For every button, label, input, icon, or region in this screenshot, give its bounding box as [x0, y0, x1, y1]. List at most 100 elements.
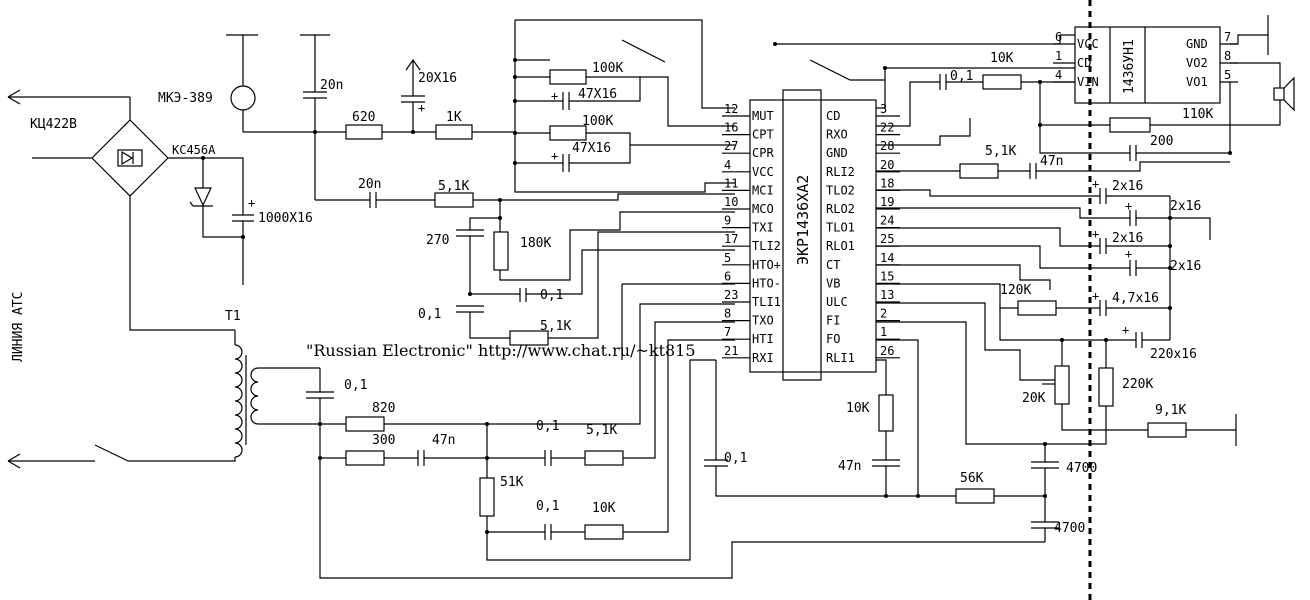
- svg-text:0,1: 0,1: [536, 419, 559, 434]
- svg-text:180K: 180K: [520, 236, 551, 251]
- svg-text:20K: 20K: [1022, 391, 1046, 406]
- svg-text:0,1: 0,1: [344, 378, 367, 393]
- svg-text:47X16: 47X16: [578, 87, 617, 102]
- svg-text:20n: 20n: [320, 78, 343, 93]
- pin-number: 21: [724, 344, 738, 358]
- pin-number: 27: [724, 139, 738, 153]
- svg-text:56K: 56K: [960, 471, 984, 486]
- pin-name: HTO+: [752, 258, 781, 272]
- pin-number: 5: [1224, 68, 1231, 82]
- mic-amp-network: 270 180K 0,1 0,1 5,1K: [418, 200, 735, 346]
- svg-text:+: +: [1092, 289, 1099, 303]
- pin-name: RLI1: [826, 351, 855, 365]
- line-label: ЛИНИЯ АТС: [11, 292, 26, 362]
- svg-text:0,1: 0,1: [540, 288, 563, 303]
- cap-1000x16: + 1000X16: [232, 196, 313, 285]
- pin-number: 13: [880, 288, 894, 302]
- svg-text:10K: 10K: [846, 401, 870, 416]
- pin-name: HTO-: [752, 276, 781, 290]
- pin-name: TLO2: [826, 183, 855, 197]
- pin-number: 3: [880, 102, 887, 116]
- pin-name: TLO1: [826, 221, 855, 235]
- svg-text:4700: 4700: [1066, 461, 1097, 476]
- line-section: КЦ422В ЛИНИЯ АТС КС456А +: [7, 89, 313, 469]
- svg-text:110K: 110K: [1182, 107, 1213, 122]
- svg-text:47n: 47n: [1040, 154, 1063, 169]
- bridge-label: КЦ422В: [30, 117, 77, 132]
- svg-text:0,1: 0,1: [724, 451, 747, 466]
- svg-text:10K: 10K: [592, 501, 616, 516]
- svg-text:47n: 47n: [432, 433, 455, 448]
- pin-number: 19: [880, 195, 894, 209]
- pin-name: FI: [826, 314, 840, 328]
- svg-text:4,7x16: 4,7x16: [1112, 291, 1159, 306]
- pin-number: 12: [724, 102, 738, 116]
- pin-name: RXI: [752, 351, 774, 365]
- svg-text:10K: 10K: [990, 51, 1014, 66]
- pin-number: 15: [880, 269, 894, 283]
- pin-number: 20: [880, 158, 894, 172]
- svg-text:+: +: [248, 196, 255, 210]
- svg-text:1K: 1K: [446, 110, 462, 125]
- svg-text:+: +: [1125, 247, 1132, 261]
- pin-number: 6: [724, 269, 731, 283]
- svg-text:4700: 4700: [1054, 521, 1085, 536]
- main-ic-right-pins: 3CD22RXO28GND20RLI218TLO219RLO224TLO125R…: [826, 102, 900, 365]
- svg-text:+: +: [1125, 199, 1132, 213]
- pin-name: TXO: [752, 314, 774, 328]
- pin-name: ULC: [826, 295, 848, 309]
- svg-text:2x16: 2x16: [1170, 259, 1201, 274]
- pin-number: 9: [724, 214, 731, 228]
- svg-text:5,1K: 5,1K: [985, 144, 1016, 159]
- pin-name: VB: [826, 276, 840, 290]
- pin-number: 7: [1224, 30, 1231, 44]
- pin-number: 18: [880, 176, 894, 190]
- svg-text:20X16: 20X16: [418, 71, 457, 86]
- svg-text:2x16: 2x16: [1112, 231, 1143, 246]
- svg-text:820: 820: [372, 401, 395, 416]
- pin-number: 1: [1055, 49, 1062, 63]
- svg-text:2x16: 2x16: [1112, 179, 1143, 194]
- pin-name: RLO2: [826, 202, 855, 216]
- svg-text:+: +: [1092, 177, 1099, 191]
- pin-name: TXI: [752, 221, 774, 235]
- pin-number: 1: [880, 325, 887, 339]
- pin-number: 4: [1055, 68, 1062, 82]
- amp-ic-name: 1436УН1: [1122, 39, 1137, 94]
- pin-name: MCO: [752, 202, 774, 216]
- svg-text:620: 620: [352, 110, 375, 125]
- pin-number: 6: [1055, 30, 1062, 44]
- pin-number: 2: [880, 307, 887, 321]
- transformer-label: T1: [225, 309, 241, 324]
- pin-name: RXO: [826, 128, 848, 142]
- pin-name: TLI2: [752, 239, 781, 253]
- svg-text:0,1: 0,1: [418, 307, 441, 322]
- pin-name: CT: [826, 258, 840, 272]
- pin-name: FO: [826, 332, 840, 346]
- pin-name: MUT: [752, 109, 774, 123]
- svg-text:9,1K: 9,1K: [1155, 403, 1186, 418]
- pin-name: CD: [826, 109, 840, 123]
- main-ic-name: ЭКР1436ХА2: [794, 175, 812, 265]
- diode-bridge: [32, 97, 244, 331]
- pin-number: 10: [724, 195, 738, 209]
- svg-text:220K: 220K: [1122, 377, 1153, 392]
- svg-text:2x16: 2x16: [1170, 199, 1201, 214]
- pin-name: RLI2: [826, 165, 855, 179]
- svg-text:47X16: 47X16: [572, 141, 611, 156]
- pin-number: 22: [880, 121, 894, 135]
- pin-name: VCC: [752, 165, 774, 179]
- svg-text:220x16: 220x16: [1150, 347, 1197, 362]
- pin-name: VIN: [1077, 75, 1099, 89]
- pin-number: 26: [880, 344, 894, 358]
- svg-text:+: +: [1092, 227, 1099, 241]
- cp-network: 100K + 47X16 100K + 47X16: [513, 19, 1075, 193]
- svg-text:100K: 100K: [592, 61, 623, 76]
- pin-name: VO1: [1186, 75, 1208, 89]
- svg-text:300: 300: [372, 433, 395, 448]
- svg-text:+: +: [551, 149, 558, 163]
- pin-number: 8: [1224, 49, 1231, 63]
